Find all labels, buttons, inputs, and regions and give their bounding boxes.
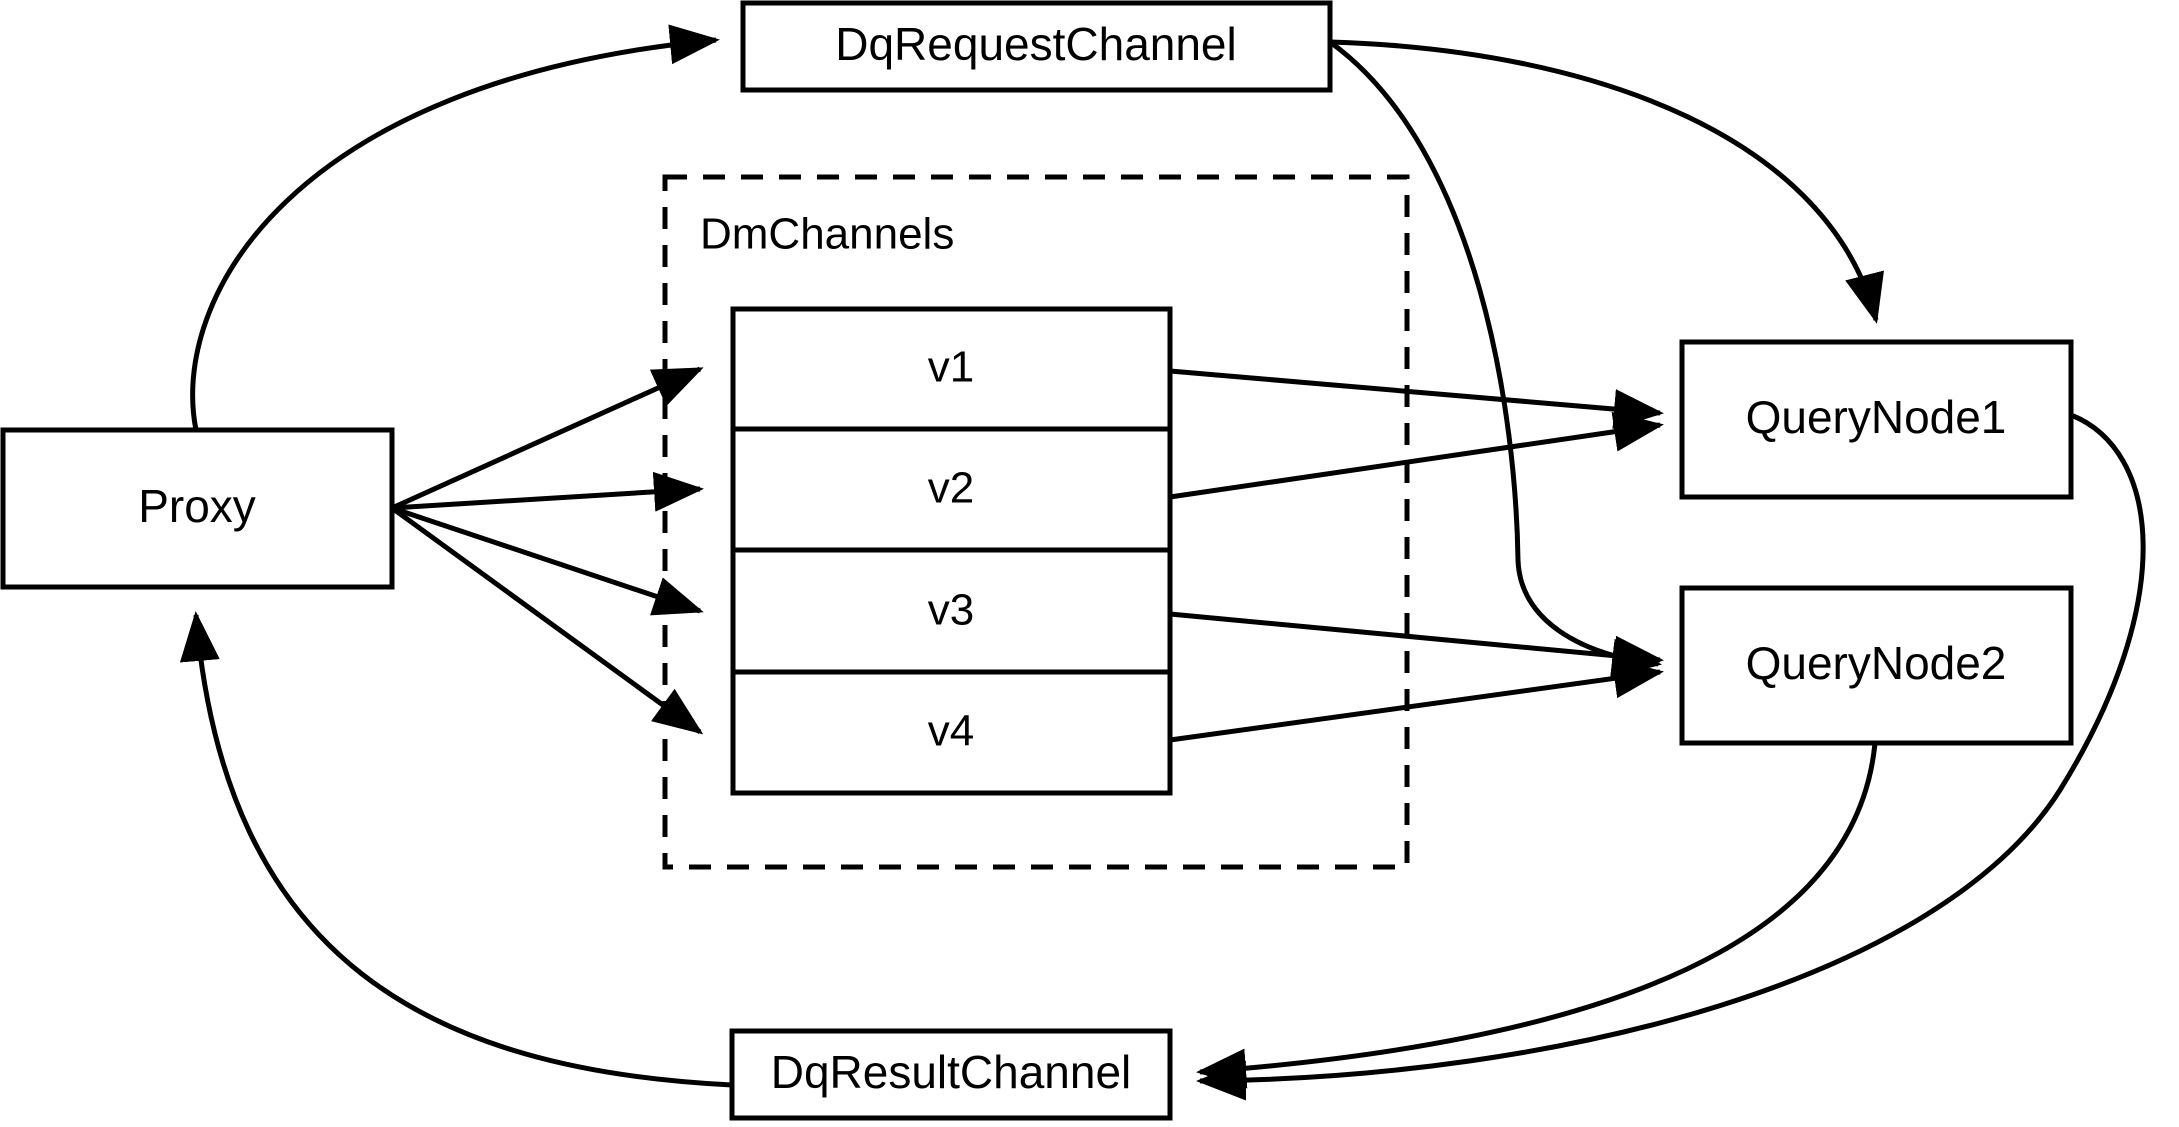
channel-row-v4[interactable]: v4 [928,707,974,756]
edge-proxy-to-v2 [391,471,704,512]
edge-v1-to-querynode1 [1169,368,1664,429]
edge-querynode2-to-dqresultchannel [1196,742,1878,1089]
channel-row-v3[interactable]: v3 [928,586,974,635]
edge-proxy-to-dqrequestchannel [190,24,720,431]
edge-dqrequestchannel-to-querynode1 [1329,39,1884,324]
channel-row-v1[interactable]: v1 [928,343,974,392]
edge-proxy-to-v1 [390,366,704,511]
edge-v2-to-querynode1 [1169,411,1664,500]
dmchannels-group-label: DmChannels [700,210,954,259]
dmchannels-group [662,174,1410,870]
node-dqrequestchannel-label: DqRequestChannel [835,18,1237,70]
edge-v4-to-querynode2 [1169,658,1664,743]
edge-proxy-to-v3 [391,505,704,616]
edge-dqrequestchannel-to-querynode2 [1328,39,1662,679]
edge-v3-to-querynode2 [1169,611,1664,676]
edge-dqresultchannel-to-proxy [179,611,733,1088]
node-dqresultchannel-label: DqResultChannel [771,1046,1132,1098]
node-dqrequestchannel-box[interactable] [740,0,1333,93]
node-querynode2-box[interactable] [1679,585,2074,746]
node-proxy-box[interactable] [0,427,395,590]
node-querynode1-label: QueryNode1 [1746,391,2007,443]
node-querynode2-label: QueryNode2 [1746,637,2007,689]
edge-querynode1-to-dqresultchannel [1196,412,2146,1101]
channel-row-v2[interactable]: v2 [928,464,974,513]
node-dqresultchannel-box[interactable] [729,1028,1173,1121]
node-proxy-label: Proxy [138,480,256,532]
edge-proxy-to-v4 [390,505,704,735]
node-querynode1-box[interactable] [1679,339,2074,500]
